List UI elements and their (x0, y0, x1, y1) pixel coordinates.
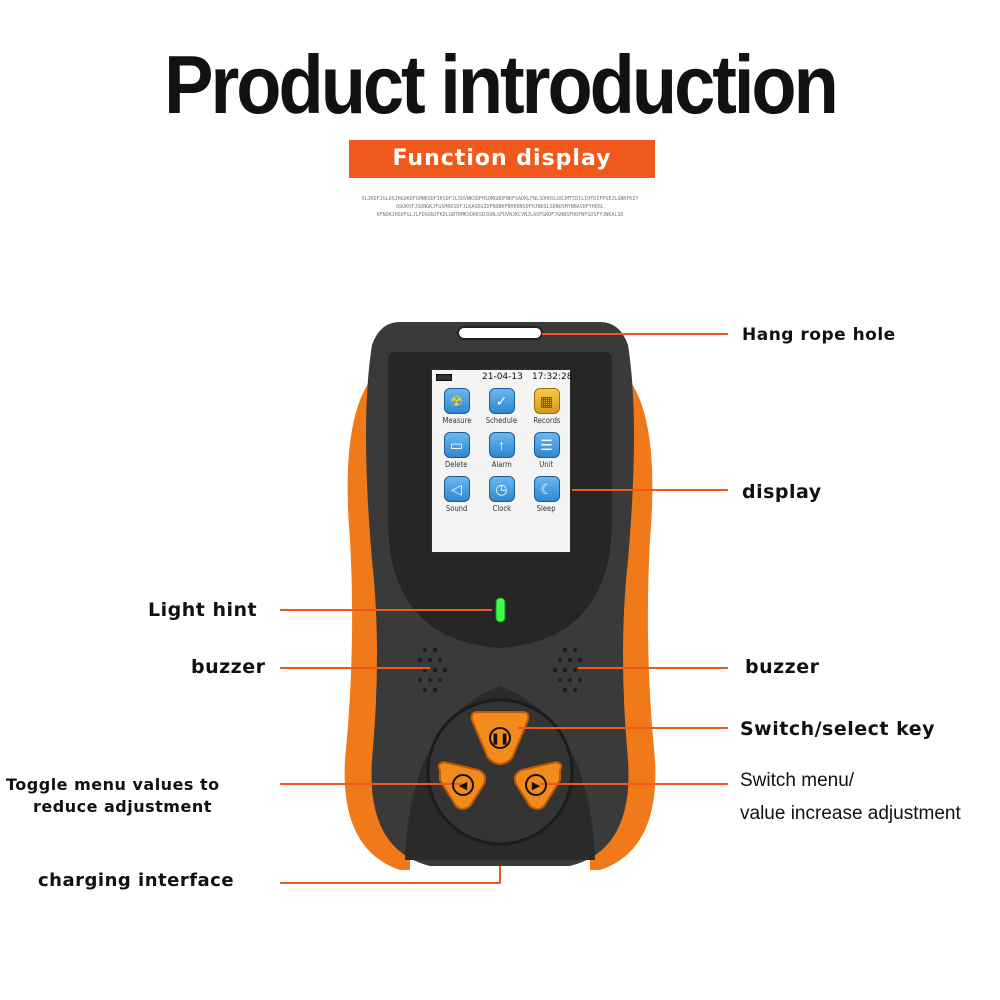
callout-charging-interface: charging interface (38, 870, 235, 891)
app-delete[interactable]: ▭ Delete (434, 432, 479, 469)
speaker-icon: ◁ (443, 476, 470, 502)
status-time: 17:32:28 (532, 372, 573, 382)
fine-print-line: OSUKOFJSDNGKJFGSHRKSDFJLKASDGIDFNOBKFBHE… (396, 204, 604, 210)
app-measure[interactable]: ☢ Measure (434, 388, 479, 425)
callout-switch-menu-line1: Switch menu/ (740, 770, 855, 791)
callout-switch-select-key: Switch/select key (740, 718, 936, 740)
app-alarm[interactable]: ↑ Alarm (479, 432, 524, 469)
alarm-icon: ↑ (488, 432, 515, 458)
callout-buzzer-right: buzzer (745, 656, 820, 678)
app-label: Sleep (537, 504, 556, 513)
app-schedule[interactable]: ✓ Schedule (479, 388, 524, 425)
list-icon: ☰ (533, 432, 560, 458)
app-label: Alarm (491, 460, 512, 469)
fine-print-line: OLJKDFJGLDSJHGOKDFGHNKSDFIKSDFJLSDVNKSDF… (361, 196, 639, 202)
app-sound[interactable]: ◁ Sound (434, 476, 479, 513)
clock-icon: ◷ (488, 476, 515, 502)
app-records[interactable]: ▦ Records (524, 388, 569, 425)
app-label: Sound (445, 504, 468, 513)
trash-icon: ▭ (443, 432, 470, 458)
callout-toggle-line2: reduce adjustment (33, 797, 212, 816)
callout-switch-menu-line2: value increase adjustment (740, 803, 961, 824)
callout-hang-rope-hole: Hang rope hole (742, 325, 896, 345)
status-led (495, 597, 506, 623)
app-label: Records (532, 416, 561, 425)
app-label: Schedule (485, 416, 518, 425)
callout-toggle-line1: Toggle menu values to (6, 775, 220, 794)
callout-buzzer-left: buzzer (191, 656, 266, 678)
app-label: Clock (492, 504, 511, 513)
battery-icon (436, 373, 452, 381)
app-label: Delete (445, 460, 468, 469)
app-label: Unit (539, 460, 554, 469)
folder-icon: ▦ (533, 388, 560, 414)
page-title: Product introduction (164, 38, 839, 131)
app-clock[interactable]: ◷ Clock (479, 476, 524, 513)
buzzer-grille-right (552, 647, 583, 693)
pause-icon[interactable]: ❚❚ (489, 727, 511, 749)
clock-check-icon: ✓ (488, 388, 515, 414)
moon-icon: ☾ (533, 476, 560, 502)
callout-display: display (742, 481, 822, 503)
fine-print-line: KFNOKJHSDFGLJLFDSGNJFKDLGNTRMKSDRKSDJGNL… (376, 212, 624, 218)
buzzer-grille-left (417, 647, 448, 693)
radiation-icon: ☢ (443, 388, 470, 414)
status-bar: 21-04-13 17:32:28 (432, 370, 573, 384)
app-grid: ☢ Measure ✓ Schedule ▦ Records ▭ Delete ↑ Ala… (434, 388, 570, 513)
device-screen: 21-04-13 17:32:28 ☢ Measure ✓ Schedule ▦ Re… (430, 368, 572, 554)
status-date: 21-04-13 (482, 372, 523, 382)
arrow-left-icon[interactable]: ◀ (452, 774, 474, 796)
app-label: Measure (442, 416, 471, 425)
section-banner: Function display (349, 140, 655, 178)
hang-rope-hole (457, 326, 543, 340)
app-sleep[interactable]: ☾ Sleep (524, 476, 569, 513)
callout-light-hint: Light hint (148, 599, 258, 621)
arrow-right-icon[interactable]: ▶ (525, 774, 547, 796)
app-unit[interactable]: ☰ Unit (524, 432, 569, 469)
